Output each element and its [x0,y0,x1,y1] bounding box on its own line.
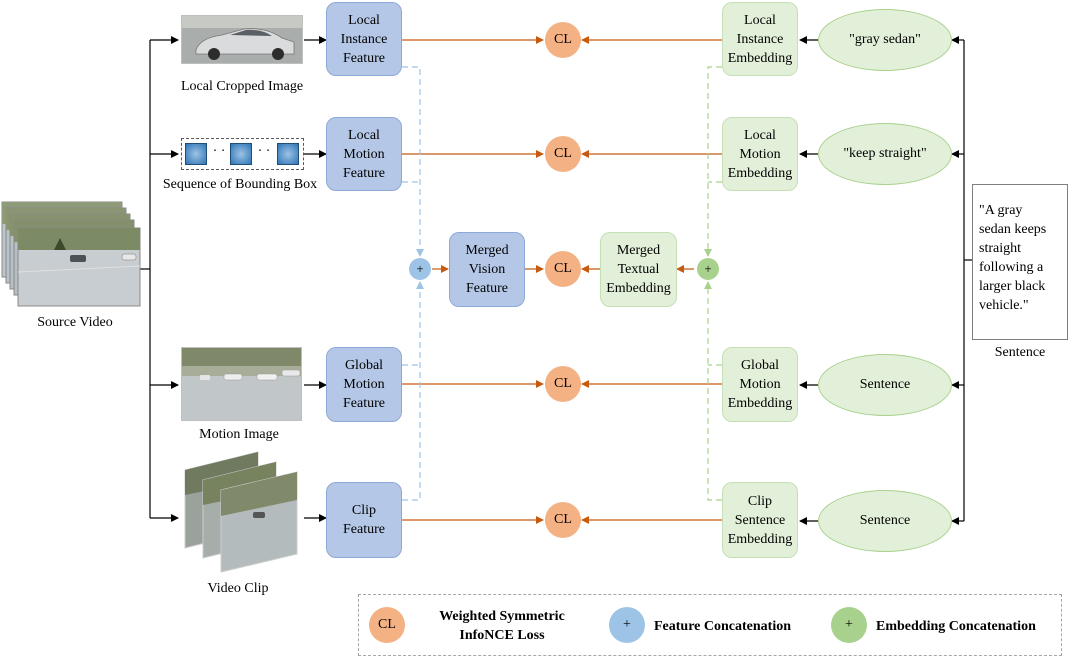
sentence-ellipse-global: Sentence [818,354,952,416]
cl-circle-2: CL [545,136,581,172]
sentence-caption: Sentence [994,345,1046,360]
cl-circle-5: CL [545,502,581,538]
feature-concat-icon: + [409,258,431,280]
cl-circle-1: CL [545,22,581,58]
phrase-keep-straight: "keep straight" [818,123,952,185]
legend-feature-concat-icon: + [609,607,645,643]
bbox-dots: · · [212,144,226,159]
video-clip-image [183,450,301,576]
embedding-concat-icon: + [697,258,719,280]
video-clip-label: Video Clip [207,581,269,596]
cl-circle-4: CL [545,366,581,402]
local-cropped-label: Local Cropped Image [180,79,304,94]
motion-image-label: Motion Image [199,427,279,442]
legend-cl-icon: CL [369,607,405,643]
phrase-gray-sedan: "gray sedan" [818,9,952,71]
legend-embedding-concat-text: Embedding Concatenation [876,619,1036,634]
bbox-dots: · · [257,144,271,159]
source-video-label: Source Video [37,315,113,330]
motion-image [181,347,302,421]
bbox-sequence: · · · · [181,138,304,170]
local-cropped-image [181,15,303,64]
source-video-image [0,200,142,308]
legend-feature-concat-text: Feature Concatenation [654,619,791,634]
bbox-square [277,143,299,165]
bbox-square [185,143,207,165]
bbox-seq-label: Sequence of Bounding Box [162,177,318,192]
sentence-box: "A gray sedan keeps straight following a… [972,184,1068,340]
cl-circle-3: CL [545,251,581,287]
bbox-square [230,143,252,165]
legend-embedding-concat-icon: + [831,607,867,643]
sentence-ellipse-clip: Sentence [818,490,952,552]
